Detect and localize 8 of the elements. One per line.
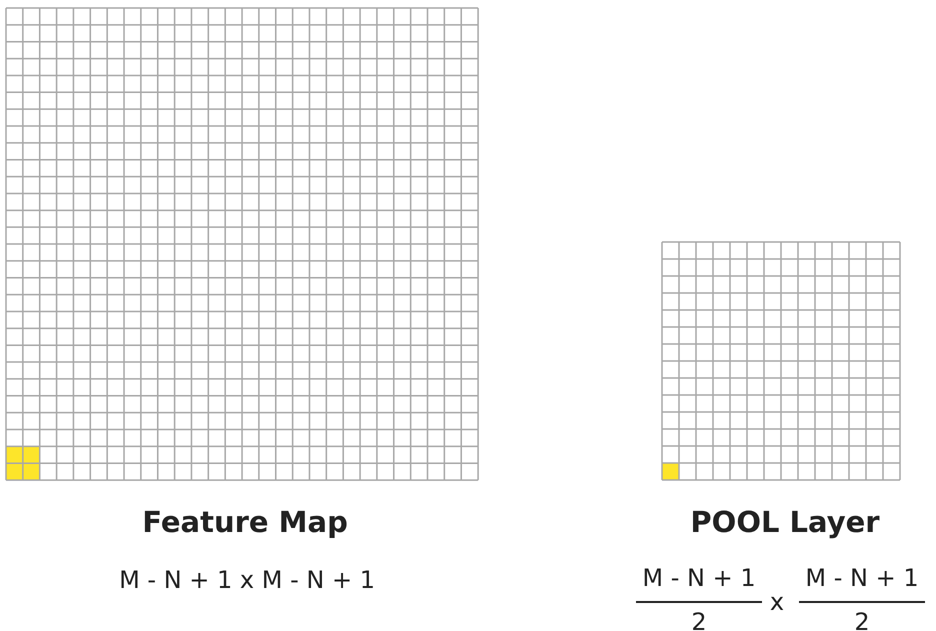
panel-title: POOL Layer — [690, 505, 880, 539]
numerator: M - N + 1 — [805, 564, 919, 592]
denominator: 2 — [854, 608, 870, 631]
denominator: 2 — [691, 608, 707, 631]
panel-title: Feature Map — [142, 505, 348, 540]
formula: M - N + 1 x M - N + 1 — [119, 566, 375, 594]
numerator: M - N + 1 — [642, 564, 756, 592]
times-sign: x — [770, 588, 784, 616]
